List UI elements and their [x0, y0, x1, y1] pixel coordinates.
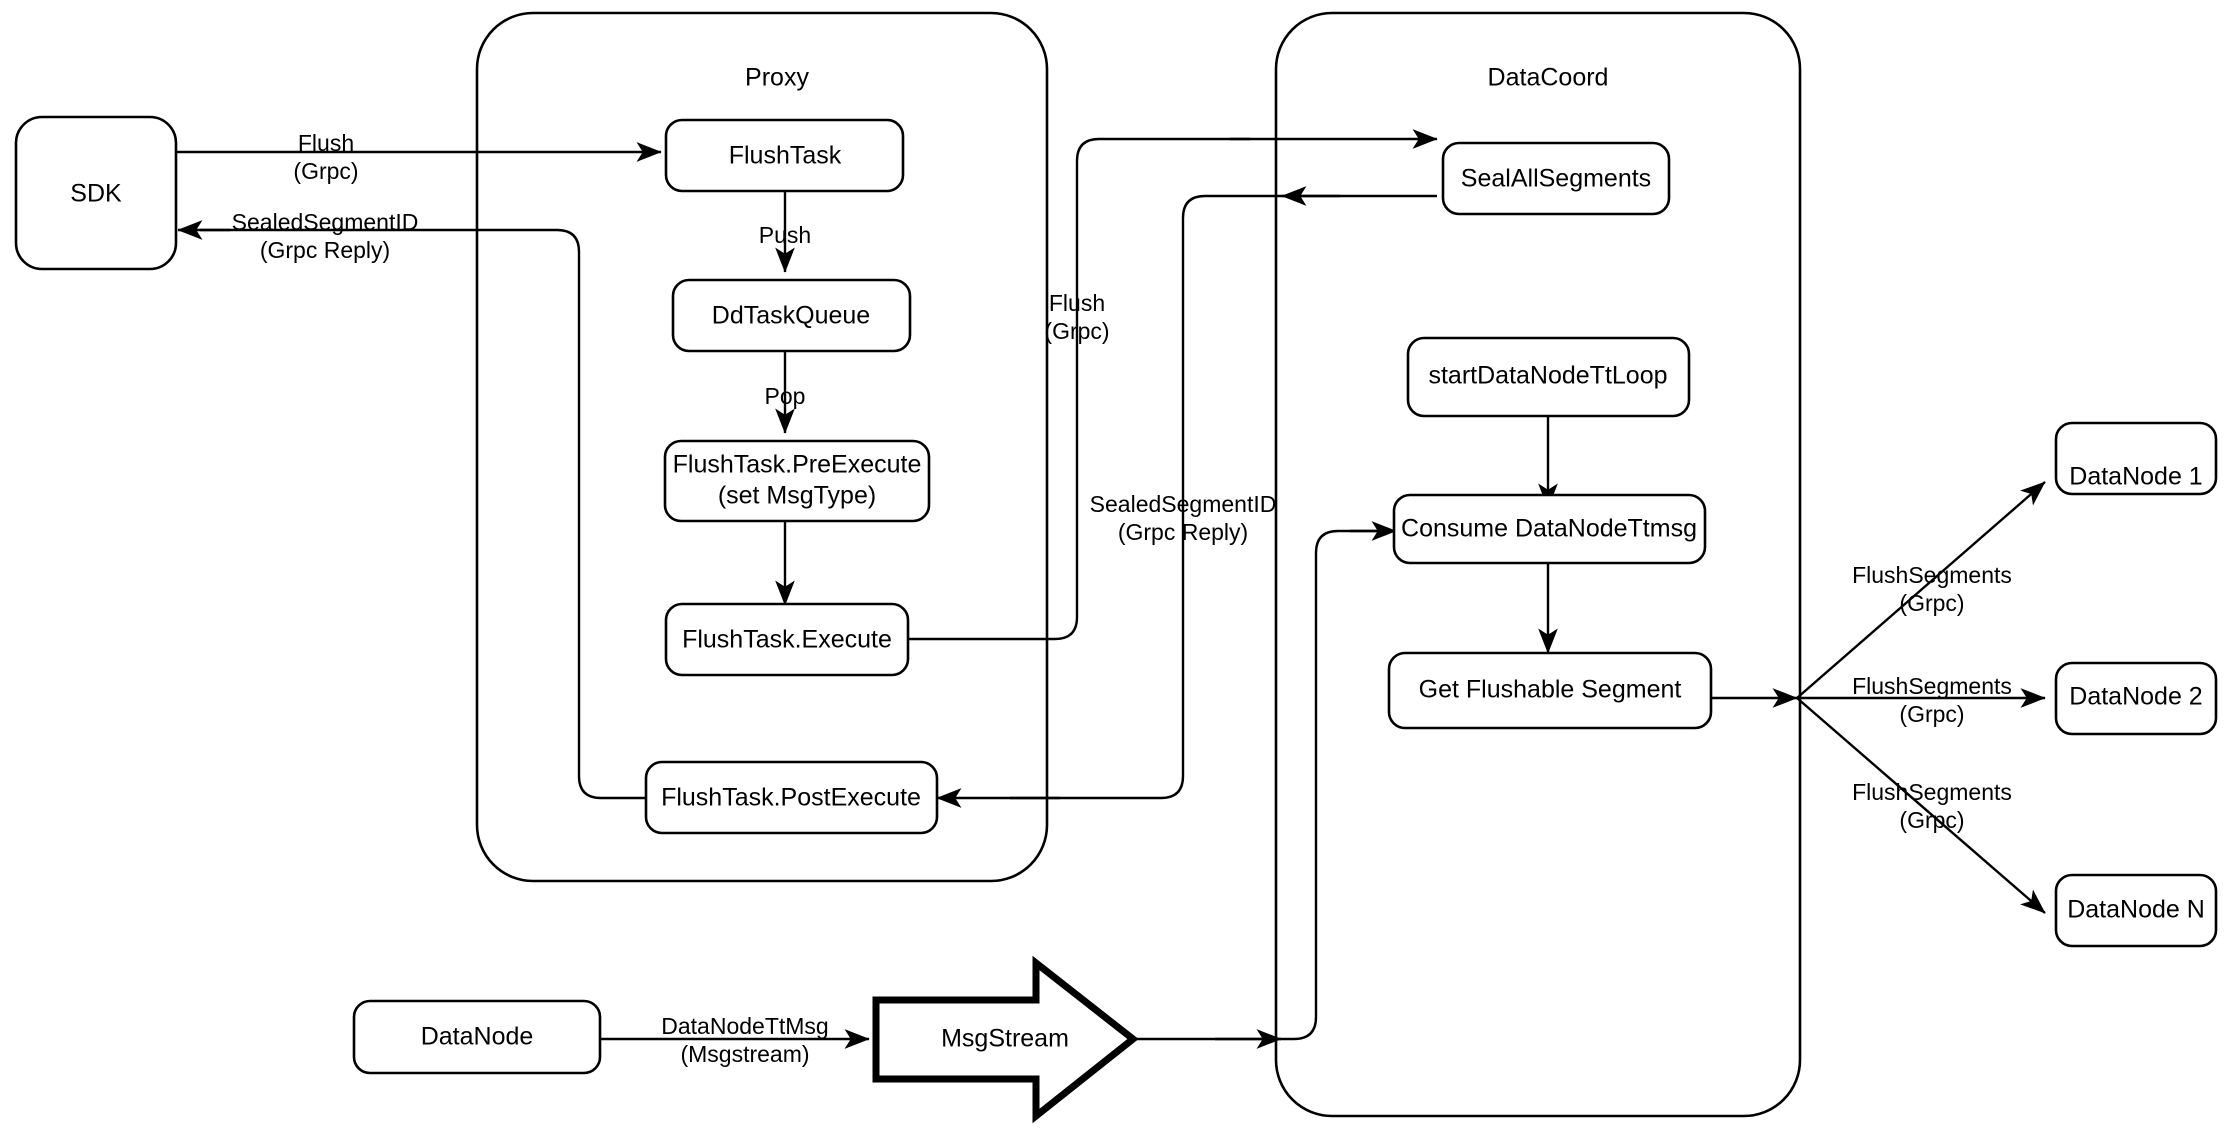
node-startdatanodettloop-label: startDataNodeTtLoop	[1428, 362, 1667, 390]
node-msgstream-shape[interactable]	[872, 955, 1139, 1124]
node-datanode2-label: DataNode 2	[2069, 683, 2202, 711]
edge-label-sdk-reply-line1: SealedSegmentID	[232, 209, 419, 235]
edge-postexecute-to-sdk-path	[200, 228, 646, 800]
edge-label-dn-ttmsg-line2: (Msgstream)	[680, 1041, 809, 1067]
edge-label-proxy-reply-line2: (Grpc Reply)	[1118, 519, 1248, 545]
node-startdatanodettloop-rect[interactable]	[1406, 336, 1691, 418]
edge-label-flushseg1-line2: (Grpc)	[1899, 590, 1964, 616]
node-datanode-source[interactable]: DataNode	[352, 999, 602, 1075]
edge-execute-to-sealallsegments-path	[908, 137, 1250, 641]
node-execute-rect[interactable]	[664, 602, 910, 677]
edge-label-proxy-flush-line2: (Grpc)	[1044, 318, 1109, 344]
node-ddtaskqueue[interactable]: DdTaskQueue	[671, 278, 912, 353]
node-datanode2-rect[interactable]	[2054, 661, 2218, 736]
node-datanoden-rect[interactable]	[2054, 873, 2218, 948]
edge-label-flushseg2-line1: FlushSegments	[1852, 673, 2012, 699]
group-proxy: Proxy	[475, 11, 1049, 883]
edge-label-dn-ttmsg-line1: DataNodeTtMsg	[661, 1013, 828, 1039]
node-sealallsegments-rect[interactable]	[1441, 141, 1671, 216]
group-datacoord: DataCoord	[1274, 11, 1802, 1118]
edge-junction-to-datanode1	[1796, 481, 2046, 699]
edge-label-pop: Pop	[765, 383, 806, 409]
node-sealallsegments[interactable]: SealAllSegments	[1441, 141, 1671, 216]
edge-label-flushseg1-line1: FlushSegments	[1852, 562, 2012, 588]
node-sdk-rect[interactable]	[14, 115, 178, 271]
datacoord-group-label: DataCoord	[1488, 64, 1609, 92]
node-ddtaskqueue-rect[interactable]	[671, 278, 912, 353]
node-consume-label: Consume DataNodeTtmsg	[1401, 515, 1697, 543]
proxy-group-label: Proxy	[745, 64, 809, 92]
proxy-container	[475, 11, 1049, 883]
edge-label-push: Push	[759, 222, 811, 248]
node-postexecute-label: FlushTask.PostExecute	[661, 784, 921, 812]
node-preexecute-label-line1: FlushTask.PreExecute	[673, 451, 922, 479]
node-datanode-2[interactable]: DataNode 2	[2054, 661, 2218, 736]
edge-label-sdk-reply-line2: (Grpc Reply)	[260, 237, 390, 263]
node-consume-datanodettmsg[interactable]: Consume DataNodeTtmsg	[1392, 493, 1707, 565]
node-ddtaskqueue-label: DdTaskQueue	[712, 302, 870, 330]
node-msgstream[interactable]: MsgStream	[872, 955, 1139, 1124]
edge-label-proxy-reply-line1: SealedSegmentID	[1090, 491, 1277, 517]
node-flushtask-preexecute[interactable]: FlushTask.PreExecute (set MsgType)	[663, 439, 931, 523]
node-preexecute-label-line2: (set MsgType)	[718, 482, 876, 510]
node-datanode1-label: DataNode 1	[2069, 463, 2202, 491]
node-postexecute-rect[interactable]	[644, 760, 939, 835]
node-preexecute-rect[interactable]	[663, 439, 931, 523]
node-startdatanodettloop[interactable]: startDataNodeTtLoop	[1406, 336, 1691, 418]
node-datanoden-label: DataNode N	[2067, 896, 2205, 924]
edge-sealallsegments-to-postexecute-path	[1010, 194, 1437, 800]
node-sealallsegments-label: SealAllSegments	[1461, 165, 1651, 193]
edge-label-flushsegn-line1: FlushSegments	[1852, 779, 2012, 805]
node-consume-rect[interactable]	[1392, 493, 1707, 565]
node-execute-label: FlushTask.Execute	[682, 626, 892, 654]
edge-label-proxy-flush-line1: Flush	[1049, 290, 1105, 316]
edge-label-flushsegn-line2: (Grpc)	[1899, 807, 1964, 833]
node-datanode-1[interactable]: DataNode 1	[2054, 421, 2218, 496]
node-flushtask-rect[interactable]	[664, 118, 905, 193]
node-get-flushable-segment[interactable]: Get Flushable Segment	[1387, 651, 1713, 730]
node-getflushable-rect[interactable]	[1387, 651, 1713, 730]
node-datanode-source-label: DataNode	[421, 1023, 534, 1051]
node-datanode1-rect[interactable]	[2054, 421, 2218, 496]
datacoord-container	[1274, 11, 1802, 1118]
edge-msgstream-to-consume-path	[1133, 529, 1390, 1041]
node-msgstream-label: MsgStream	[941, 1025, 1069, 1053]
edge-label-sdk-flush-line2: (Grpc)	[293, 158, 358, 184]
node-getflushable-label: Get Flushable Segment	[1419, 676, 1682, 704]
node-flushtask[interactable]: FlushTask	[664, 118, 905, 193]
node-flushtask-postexecute[interactable]: FlushTask.PostExecute	[644, 760, 939, 835]
node-datanode-source-rect[interactable]	[352, 999, 602, 1075]
node-sdk-label: SDK	[70, 180, 122, 208]
node-flushtask-execute[interactable]: FlushTask.Execute	[664, 602, 910, 677]
node-flushtask-label: FlushTask	[729, 142, 842, 170]
node-datanode-n[interactable]: DataNode N	[2054, 873, 2218, 948]
node-sdk[interactable]: SDK	[14, 115, 178, 271]
edge-label-flushseg2-line2: (Grpc)	[1899, 701, 1964, 727]
edge-junction-to-datanoden	[1796, 697, 2046, 914]
edge-label-sdk-flush-line1: Flush	[298, 130, 354, 156]
